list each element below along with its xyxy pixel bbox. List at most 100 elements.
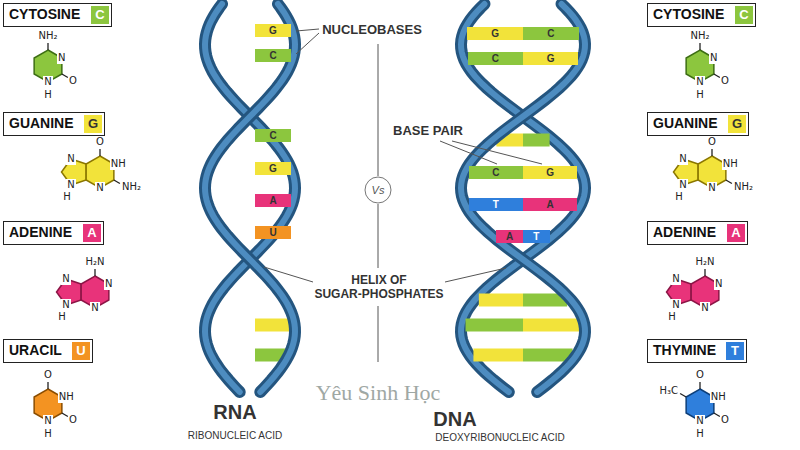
sugar-phosphate-strand (205, 4, 295, 392)
strand-highlight (205, 4, 295, 392)
base-name-box: CYTOSINEC (3, 3, 112, 27)
bond (680, 394, 686, 398)
atom-label: N (43, 415, 52, 427)
sugar-phosphate-strand (205, 4, 295, 392)
bond (714, 413, 720, 417)
atom-label: N (695, 76, 704, 88)
center-divider (378, 306, 379, 362)
atom-label: H (43, 89, 53, 101)
helix-name: RNA (213, 400, 256, 424)
base-letter: G (523, 52, 578, 65)
atom-label: N (714, 278, 723, 290)
atom-label: N (104, 278, 113, 290)
bond (47, 382, 48, 389)
atom-label: N (61, 273, 70, 285)
atom-label: N (95, 182, 104, 194)
base-name-box: URACILU (3, 339, 93, 363)
atom-label: O (95, 136, 105, 148)
atom-label: H (57, 311, 67, 323)
atom-label: H₂N (84, 256, 105, 268)
atom-label: O (695, 369, 705, 381)
bond (699, 382, 700, 389)
atom-label: N (700, 302, 709, 314)
atom-label: H (674, 191, 684, 203)
dna-base-rung: A (523, 198, 577, 211)
rna-base-rung: G (255, 162, 291, 175)
helix-name: DNA (433, 407, 476, 431)
atom-label: N (90, 302, 99, 314)
base-letter: G (255, 24, 291, 37)
dna-base-rung: G (467, 27, 523, 40)
sugar-phosphate-strand (461, 4, 585, 392)
base-letter: G (84, 115, 102, 133)
atom-label: O (720, 75, 730, 87)
leader-line (440, 141, 497, 164)
atom-label: N (707, 182, 716, 194)
atom-label: NH₂ (121, 181, 142, 193)
rna-base-rung: U (255, 226, 291, 239)
strand-highlight (461, 4, 585, 392)
sugar-phosphate-strand (461, 4, 585, 392)
atom-label: H (695, 428, 705, 440)
bond (99, 149, 100, 156)
bond (47, 43, 48, 50)
base-letter: G (255, 162, 291, 175)
base-letter-badge: C (735, 6, 753, 24)
atom-label: N (671, 299, 680, 311)
center-divider (378, 44, 379, 176)
dna-rung (523, 319, 580, 332)
circle-outline (365, 177, 391, 203)
leader-line (445, 268, 506, 282)
base-letter-badge: G (84, 115, 102, 133)
dna-base-rung: G (523, 52, 578, 65)
atom-label: O (68, 414, 78, 426)
dna-rung (523, 134, 550, 147)
atom-label: N (695, 415, 704, 427)
versus-circle: Vs (364, 176, 392, 204)
base-name-box: GUANINEG (647, 112, 749, 136)
bond (704, 269, 705, 276)
base-letter: U (255, 226, 291, 239)
base-letter: A (523, 198, 577, 211)
leader-lines (264, 29, 542, 362)
dna-rung (523, 349, 573, 362)
leader-line (296, 29, 319, 31)
base-letter: C (469, 166, 523, 179)
base-letter: A (727, 224, 745, 242)
atom-label: NH (710, 391, 727, 403)
base-letter: T (523, 230, 550, 243)
rna-base-rung: G (255, 24, 291, 37)
dna-base-rung: T (469, 198, 523, 211)
base-letter: C (255, 129, 291, 142)
leader-line (264, 267, 313, 282)
front-strand (205, 4, 585, 392)
bond (94, 269, 95, 276)
rna-base-rung: A (255, 194, 291, 207)
base-letter: C (735, 6, 753, 24)
strand-highlight (461, 4, 585, 392)
base-letter: A (496, 230, 523, 243)
atom-label: O (707, 136, 717, 148)
atom-label: H (695, 89, 705, 101)
center-divider (378, 204, 379, 268)
bond (62, 413, 68, 417)
base-letter: C (91, 6, 109, 24)
atom-label: O (720, 414, 730, 426)
base-letter: C (255, 49, 291, 62)
base-name-box: ADENINEA (647, 221, 748, 245)
rna-rung (255, 319, 291, 332)
bond (714, 74, 720, 78)
dna-base-rung: C (469, 166, 523, 179)
atom-label: O (68, 75, 78, 87)
atom-label: N (66, 153, 75, 165)
base-letter: C (468, 52, 523, 65)
dna-base-rung: A (496, 230, 523, 243)
bond (114, 180, 120, 184)
atom-label: NH (722, 158, 739, 170)
dna-base-rung: T (523, 230, 550, 243)
base-structures (34, 43, 732, 421)
bond (62, 74, 68, 78)
base-letter-badge: A (727, 224, 745, 242)
base-name-box: ADENINEA (3, 221, 104, 245)
base-letter: A (83, 224, 101, 242)
